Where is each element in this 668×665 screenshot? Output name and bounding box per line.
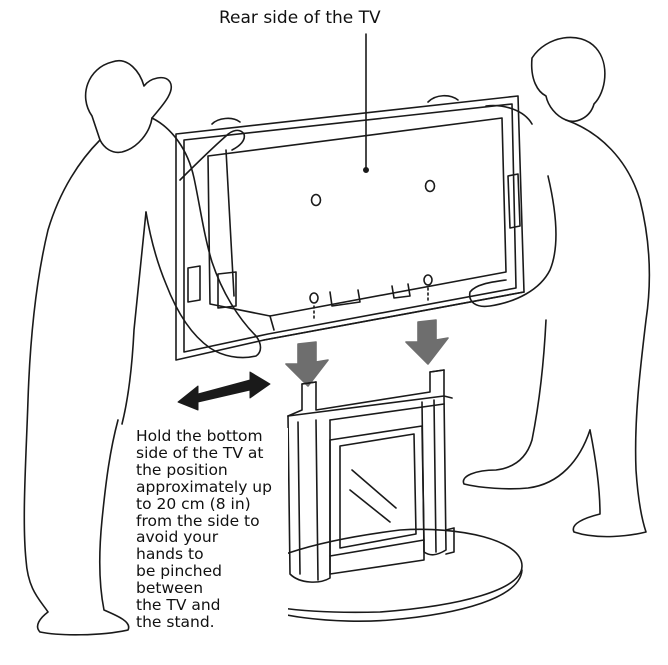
down-arrow-icon bbox=[286, 342, 328, 386]
handling-instruction-text: Hold the bottom side of the TV at the po… bbox=[134, 428, 288, 631]
tv-set bbox=[176, 34, 524, 360]
right-person bbox=[428, 37, 649, 536]
double-headed-arrow-icon bbox=[178, 372, 270, 410]
down-arrow-icon-right bbox=[406, 320, 448, 364]
rear-side-callout: Rear side of the TV bbox=[219, 8, 381, 28]
